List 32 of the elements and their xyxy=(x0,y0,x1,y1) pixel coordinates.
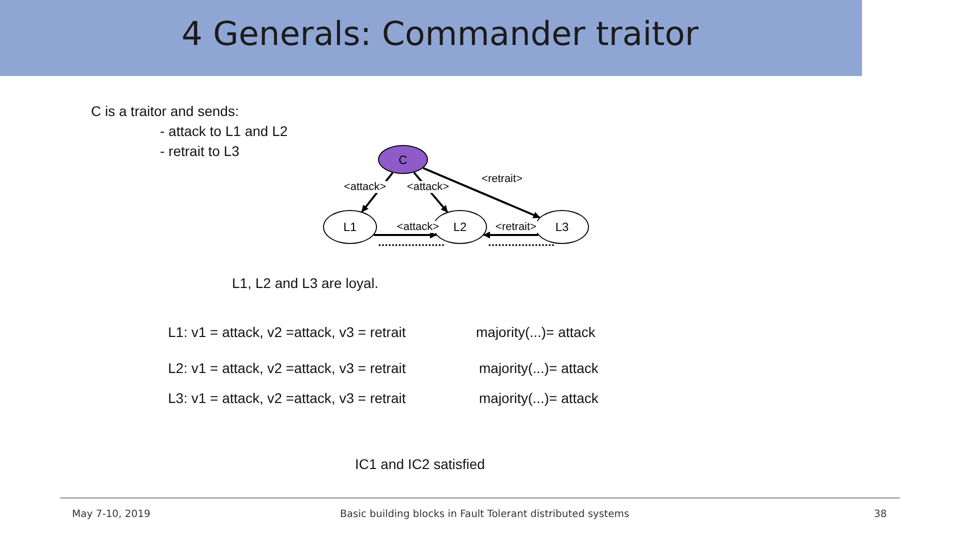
body-text: - attack to L1 and L2 xyxy=(160,123,288,139)
slide-title: 4 Generals: Commander traitor xyxy=(180,14,700,53)
edge-label: <attack> xyxy=(396,221,440,233)
arrow xyxy=(374,232,437,238)
edge-label: <attack> xyxy=(406,181,450,193)
table-cell: L2: v1 = attack, v2 =attack, v3 = retrait xyxy=(168,360,406,376)
ellipse-node xyxy=(535,210,589,244)
conclusion-text: IC1 and IC2 satisfied xyxy=(355,456,485,472)
ellipse-node xyxy=(323,210,377,244)
arrow xyxy=(422,167,540,218)
table-cell: majority(...)= attack xyxy=(479,390,598,406)
body-text: C is a traitor and sends: xyxy=(91,103,239,119)
node-label: L2 xyxy=(453,220,467,234)
node-label: C xyxy=(398,152,408,166)
dotted-text: .................... xyxy=(378,235,445,249)
body-text: L1, L2 and L3 are loyal. xyxy=(232,275,378,291)
page-number: 38 xyxy=(874,509,887,520)
ellipse-node xyxy=(378,145,428,174)
footer-text: Basic building blocks in Fault Tolerant distributed systems xyxy=(340,509,630,520)
edge-label: <attack> xyxy=(342,181,388,193)
edge-label: <retrait> xyxy=(480,173,524,185)
footer-date: May 7-10, 2019 xyxy=(72,509,150,520)
table-cell: majority(...)= attack xyxy=(479,360,598,376)
table-cell: majority(...)= attack xyxy=(476,324,596,340)
node-label: L1 xyxy=(343,220,357,234)
arrow xyxy=(483,232,538,238)
table-cell: L1: v1 = attack, v2 =attack, v3 = retrait xyxy=(168,324,406,340)
dotted-text: .................... xyxy=(488,235,555,249)
node-label: L3 xyxy=(555,220,569,234)
body-text: - retrait to L3 xyxy=(160,143,240,159)
edge-label: <retrait> xyxy=(494,221,538,233)
table-cell: L3: v1 = attack, v2 =attack, v3 = retrait xyxy=(168,390,406,406)
